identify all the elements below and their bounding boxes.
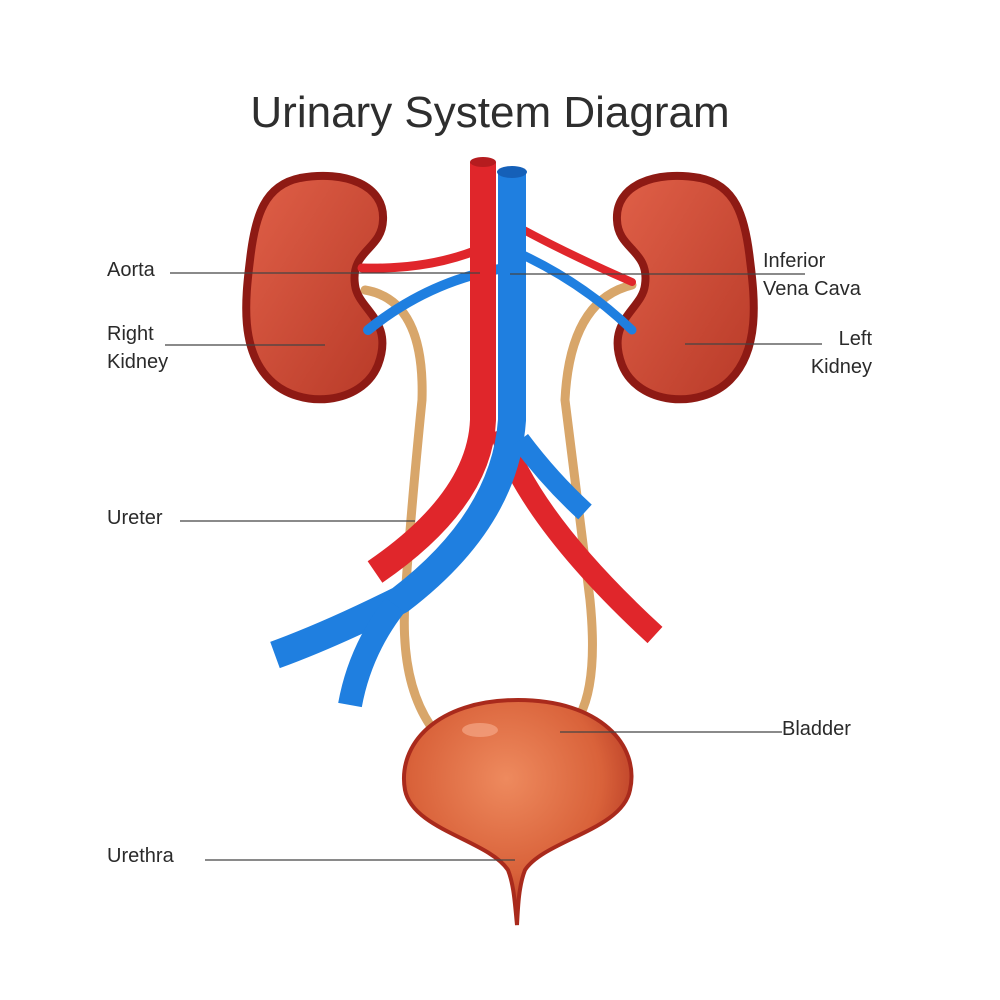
left-renal-artery — [516, 224, 636, 286]
label-ivc-line1: Inferior — [763, 250, 826, 272]
right-renal-artery — [357, 243, 487, 273]
diagram-title: Urinary System Diagram — [250, 88, 730, 137]
bladder — [402, 697, 634, 926]
label-urethra: Urethra — [107, 845, 174, 867]
label-bladder: Bladder — [782, 718, 851, 740]
inferior-vena-cava — [270, 166, 592, 708]
label-right-kidney-line2: Kidney — [107, 351, 169, 373]
label-ivc-line2: Vena Cava — [763, 278, 861, 300]
label-right-kidney-line1: Right — [107, 323, 154, 345]
label-aorta: Aorta — [107, 259, 155, 281]
right-ureter — [360, 285, 435, 730]
right-kidney — [242, 171, 388, 404]
label-ureter: Ureter — [107, 507, 163, 529]
label-left-kidney-line1: Left — [838, 328, 872, 350]
left-renal-vein — [507, 245, 637, 335]
label-left-kidney-line2: Kidney — [810, 356, 872, 378]
leader-lines — [165, 272, 822, 861]
left-kidney — [612, 171, 758, 404]
